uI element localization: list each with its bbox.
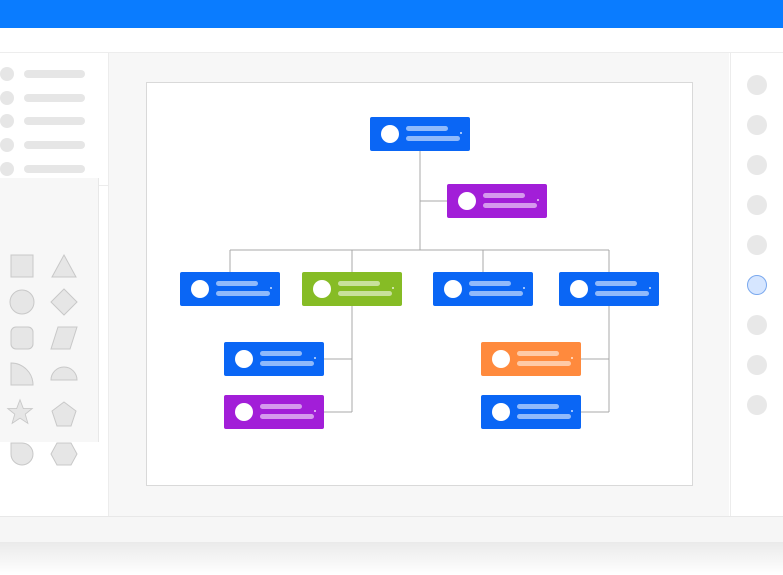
name-placeholder (517, 404, 559, 409)
title-placeholder (517, 361, 571, 366)
hexagon-icon[interactable] (50, 440, 78, 468)
pentagon-icon[interactable] (50, 400, 78, 428)
menu-item-label-placeholder (24, 94, 85, 102)
org-node-dept-2-child-2[interactable] (224, 395, 324, 429)
status-bar (0, 516, 783, 543)
title-placeholder (595, 291, 649, 296)
org-node-dept-4-child-1[interactable] (481, 342, 581, 376)
square-icon[interactable] (8, 252, 36, 280)
shape-library (0, 178, 99, 466)
panel-button[interactable] (747, 315, 767, 335)
node-handle (270, 287, 272, 289)
menu-item-icon (0, 114, 14, 128)
name-placeholder (260, 404, 302, 409)
title-placeholder (406, 136, 460, 141)
menu-item-label-placeholder (24, 141, 85, 149)
window-shadow (0, 542, 783, 575)
avatar (381, 125, 399, 143)
name-placeholder (483, 193, 525, 198)
node-handle (523, 287, 525, 289)
node-handle (571, 410, 573, 412)
avatar (313, 280, 331, 298)
avatar (191, 280, 209, 298)
menu-item-icon (0, 67, 14, 81)
name-placeholder (216, 281, 258, 286)
org-node-dept-4[interactable] (559, 272, 659, 306)
title-placeholder (260, 414, 314, 419)
node-handle (314, 410, 316, 412)
menu-item-icon (0, 162, 14, 176)
avatar (444, 280, 462, 298)
menu-item-label-placeholder (24, 165, 85, 173)
avatar (492, 403, 510, 421)
title-placeholder (260, 361, 314, 366)
name-placeholder (406, 126, 448, 131)
org-node-dept-2[interactable] (302, 272, 402, 306)
name-placeholder (517, 351, 559, 356)
panel-button[interactable] (747, 75, 767, 95)
org-node-dept-3[interactable] (433, 272, 533, 306)
panel-button[interactable] (747, 235, 767, 255)
panel-button[interactable] (747, 155, 767, 175)
name-placeholder (469, 281, 511, 286)
panel-button[interactable] (747, 115, 767, 135)
avatar (570, 280, 588, 298)
rounded-square-icon[interactable] (8, 324, 36, 352)
node-handle (537, 199, 539, 201)
title-placeholder (483, 203, 537, 208)
quarter-circle-icon[interactable] (8, 360, 36, 388)
title-placeholder (517, 414, 571, 419)
node-handle (392, 287, 394, 289)
node-handle (649, 287, 651, 289)
org-node-dept-1[interactable] (180, 272, 280, 306)
title-placeholder (216, 291, 270, 296)
org-node-root[interactable] (370, 117, 470, 151)
menu-item-icon (0, 138, 14, 152)
menu-item-label-placeholder (24, 117, 85, 125)
avatar (458, 192, 476, 210)
title-placeholder (338, 291, 392, 296)
panel-button[interactable] (747, 395, 767, 415)
triangle-icon[interactable] (50, 252, 78, 280)
node-handle (460, 132, 462, 134)
title-bar (0, 0, 783, 28)
star-icon[interactable] (6, 398, 34, 426)
title-placeholder (469, 291, 523, 296)
diamond-icon[interactable] (50, 288, 78, 316)
org-node-dept-2-child-1[interactable] (224, 342, 324, 376)
org-node-dept-4-child-2[interactable] (481, 395, 581, 429)
menu-item-icon (0, 91, 14, 105)
name-placeholder (260, 351, 302, 356)
name-placeholder (595, 281, 637, 286)
org-node-assistant[interactable] (447, 184, 547, 218)
node-handle (571, 357, 573, 359)
avatar (235, 403, 253, 421)
circle-icon[interactable] (8, 288, 36, 316)
half-circle-icon[interactable] (50, 360, 78, 388)
node-handle (314, 357, 316, 359)
toolbar (0, 28, 783, 53)
avatar (235, 350, 253, 368)
panel-button[interactable] (747, 195, 767, 215)
panel-button[interactable] (747, 355, 767, 375)
name-placeholder (338, 281, 380, 286)
panel-button-active[interactable] (747, 275, 767, 295)
drop-icon[interactable] (8, 440, 36, 468)
parallelogram-icon[interactable] (50, 324, 78, 352)
right-toolbar (730, 53, 783, 516)
menu-item-label-placeholder (24, 70, 85, 78)
avatar (492, 350, 510, 368)
